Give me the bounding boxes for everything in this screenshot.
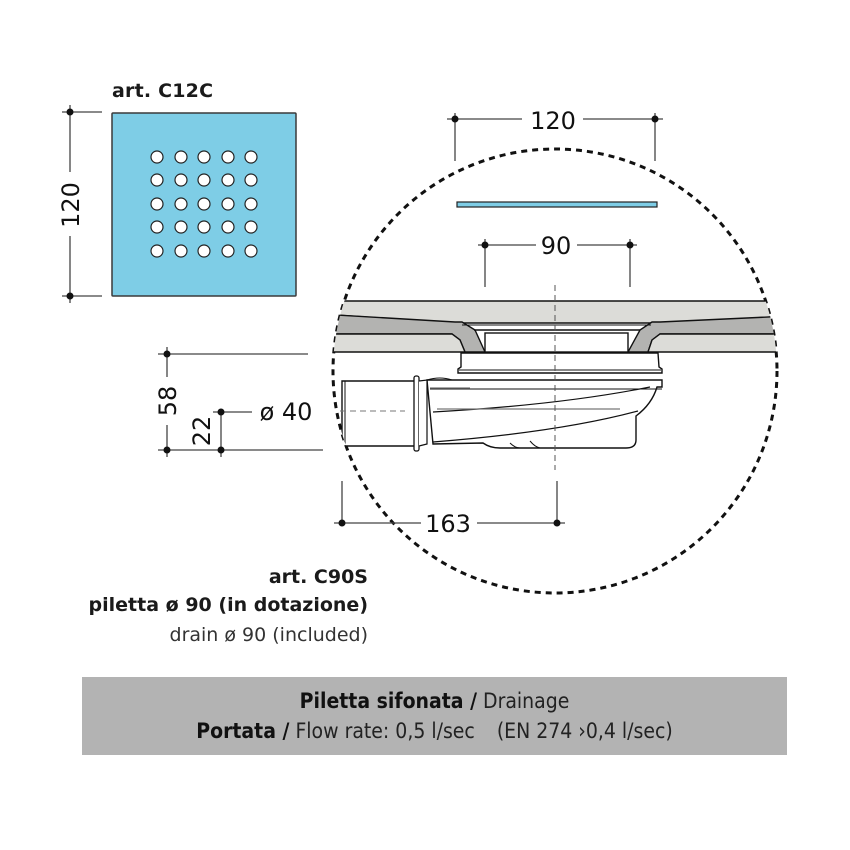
inner-width-dimension bbox=[478, 239, 637, 287]
drain-section bbox=[333, 285, 777, 470]
grate-side-plate bbox=[456, 201, 658, 208]
info-banner: Piletta sifonata / Drainage Portata / Fl… bbox=[82, 677, 787, 755]
grate-holes bbox=[150, 150, 258, 258]
outlet-height-label: 22 bbox=[188, 416, 216, 447]
height-dimensions bbox=[158, 347, 323, 457]
banner-line-flow-rate: Portata / Flow rate: 0,5 l/sec (EN 274 ›0… bbox=[196, 716, 673, 746]
banner-drainage-english: Drainage bbox=[483, 689, 570, 713]
drain-english-description: drain ø 90 (included) bbox=[169, 624, 368, 646]
total-height-label: 58 bbox=[154, 386, 182, 417]
length-label: 163 bbox=[425, 510, 471, 538]
outlet-diameter-label: ø 40 bbox=[260, 398, 313, 426]
grate-c12c bbox=[111, 112, 297, 297]
length-dimension bbox=[334, 481, 565, 527]
banner-drainage-italian: Piletta sifonata / bbox=[299, 689, 478, 713]
grate-article-label: art. C12C bbox=[112, 80, 214, 102]
grate-height-dimension bbox=[62, 105, 102, 303]
banner-flow-italian: Portata / bbox=[196, 719, 290, 743]
banner-flow-norm: (EN 274 ›0,4 l/sec) bbox=[496, 719, 673, 743]
detail-circle bbox=[331, 147, 779, 595]
top-width-dimension bbox=[447, 113, 663, 161]
banner-line-drainage: Piletta sifonata / Drainage bbox=[300, 686, 570, 716]
drain-italian-description: piletta ø 90 (in dotazione) bbox=[88, 594, 368, 616]
top-width-label: 120 bbox=[530, 107, 576, 135]
drain-article-label: art. C90S bbox=[268, 566, 368, 588]
grate-height-label: 120 bbox=[57, 182, 85, 228]
inner-width-label: 90 bbox=[541, 232, 572, 260]
banner-flow-english: Flow rate: 0,5 l/sec bbox=[295, 719, 475, 743]
